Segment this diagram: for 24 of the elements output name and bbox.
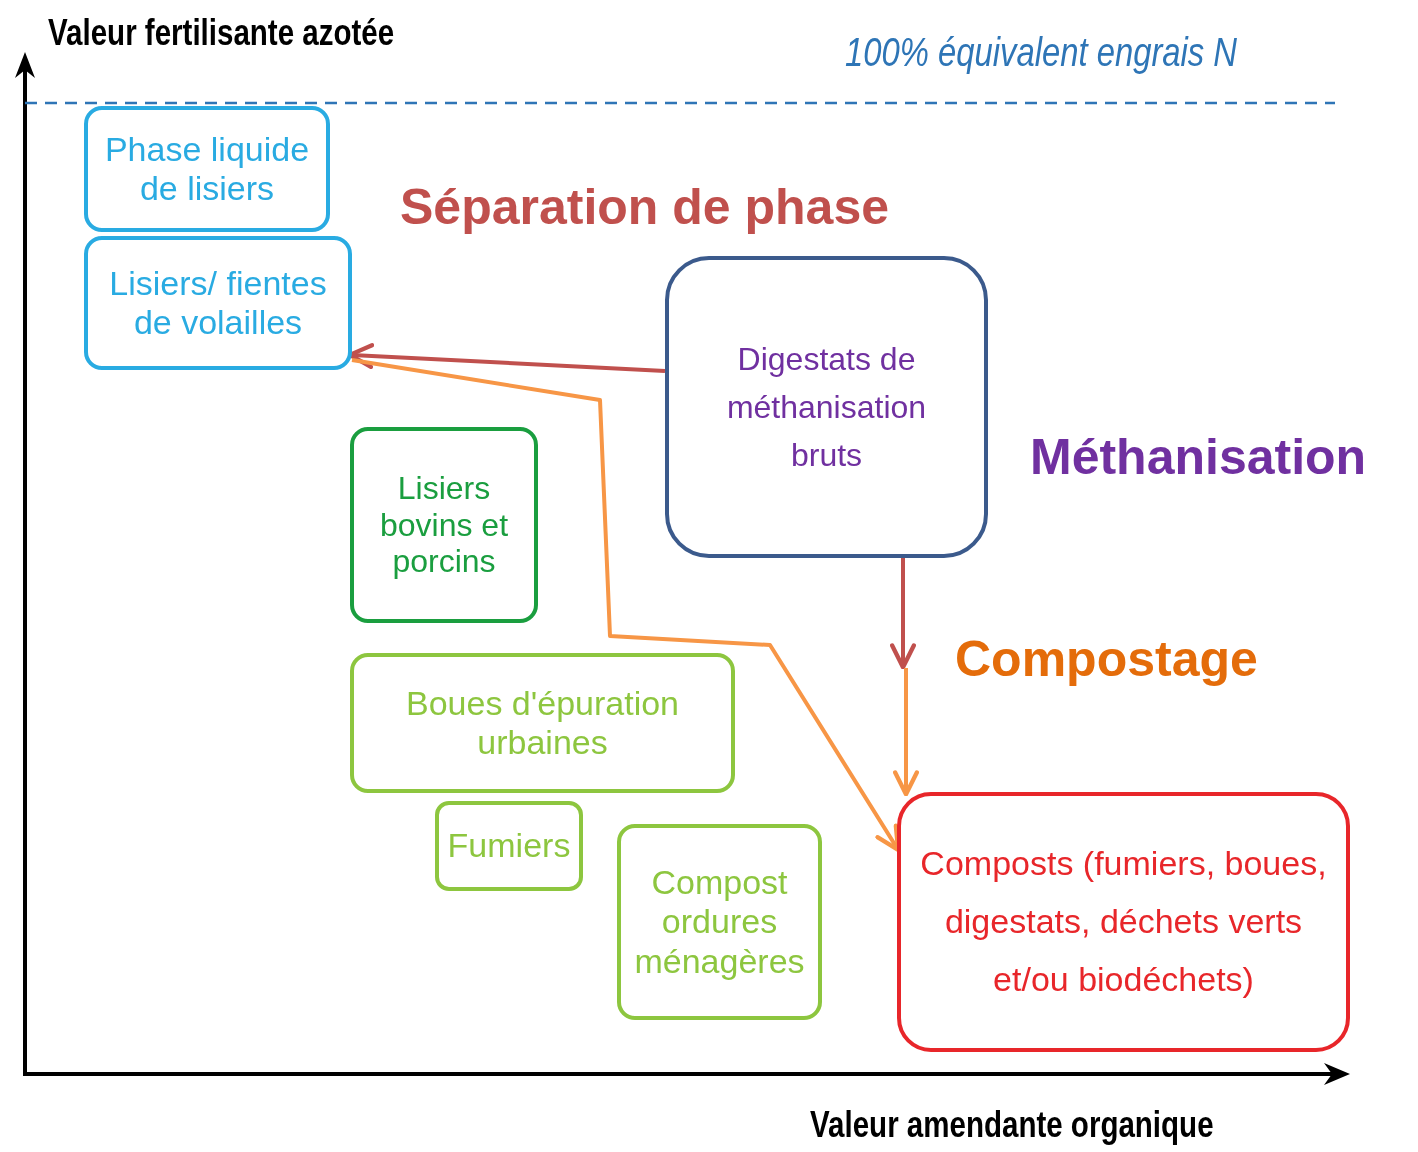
category-box	[617, 824, 822, 1020]
category-box	[435, 801, 583, 891]
box-label: Digestats de méthanisation bruts	[725, 340, 928, 475]
process-label: Méthanisation	[1030, 428, 1367, 486]
box-label: Boues d'épuration urbaines	[405, 683, 680, 763]
box-label: Composts (fumiers, boues, digestats, déchets verts et/ou biodéchets)	[919, 843, 1328, 1000]
arrow	[893, 668, 919, 797]
category-box	[84, 106, 330, 232]
category-box	[350, 427, 538, 623]
arrow	[890, 558, 916, 670]
category-box	[665, 256, 988, 558]
process-label: Compostage	[955, 630, 1258, 688]
reference-label: 100% équivalent engrais N	[845, 30, 1238, 75]
axis-title: Valeur amendante organique	[810, 1104, 1214, 1146]
box-label: Lisiers/ fientes de volailles	[108, 263, 328, 343]
box-label: Phase liquide de lisiers	[103, 129, 311, 209]
category-box	[84, 236, 352, 370]
category-box	[350, 653, 735, 793]
box-label: Compost ordures ménagères	[633, 863, 806, 981]
axis-title: Valeur fertilisante azotée	[48, 12, 395, 54]
box-label: Fumiers	[446, 826, 572, 866]
box-label: Lisiers bovins et porcins	[378, 469, 510, 581]
category-box	[897, 792, 1350, 1052]
process-label: Séparation de phase	[400, 178, 890, 236]
